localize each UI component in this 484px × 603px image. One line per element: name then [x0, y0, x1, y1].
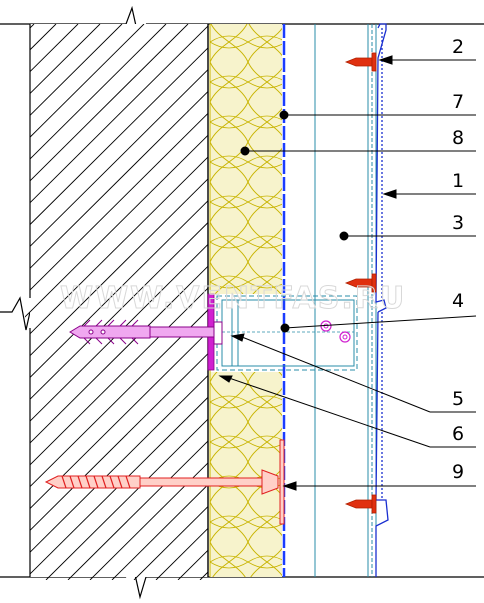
hatch-line: [25, 24, 208, 580]
self-tapping-screw-icon: [344, 494, 377, 514]
hatch-line: [25, 24, 208, 580]
hatch-line: [25, 24, 189, 580]
anchor-dowel-icon: [69, 319, 215, 345]
hatch-line: [25, 24, 208, 580]
hatch-line: [25, 24, 167, 580]
watermark: WWW.VENTFAS.RU: [60, 281, 406, 316]
hatch-line: [25, 24, 208, 580]
callout-labels: 2 7 8 1 3 4 5 6 9: [452, 36, 464, 483]
self-tapping-screws: [344, 52, 377, 514]
callout-2: 2: [452, 36, 464, 58]
cladding-panel: [375, 23, 389, 577]
hatch-line: [25, 24, 145, 580]
hatch-line: [25, 24, 208, 580]
insulation-anchor-icon: [44, 439, 285, 525]
self-tapping-screw-icon: [344, 273, 377, 293]
self-tapping-screw-icon: [344, 52, 377, 72]
hatch-line: [25, 24, 208, 580]
hatch-line: [25, 24, 35, 580]
callout-8: 8: [452, 127, 464, 149]
hatch-line: [25, 24, 208, 580]
hatch-line: [25, 24, 208, 580]
hatch-line: [67, 24, 208, 580]
callout-4: 4: [452, 290, 464, 312]
callout-1: 1: [452, 170, 464, 192]
hatch-line: [25, 24, 208, 580]
hatch-line: [25, 24, 208, 580]
hatch-line: [0, 24, 12, 580]
hatch-line: [25, 24, 208, 580]
callout-5: 5: [452, 388, 464, 410]
callout-7: 7: [452, 91, 464, 113]
callout-6: 6: [452, 423, 464, 445]
callout-9: 9: [452, 461, 464, 483]
insulation-layer: [209, 24, 282, 577]
hatch-line: [25, 24, 208, 580]
hatch-line: [111, 24, 208, 580]
hatch-line: [25, 24, 208, 580]
hatch-line: [25, 24, 208, 580]
callout-3: 3: [452, 212, 464, 234]
leader-lines: [218, 55, 477, 491]
hatch-line: [89, 24, 208, 580]
